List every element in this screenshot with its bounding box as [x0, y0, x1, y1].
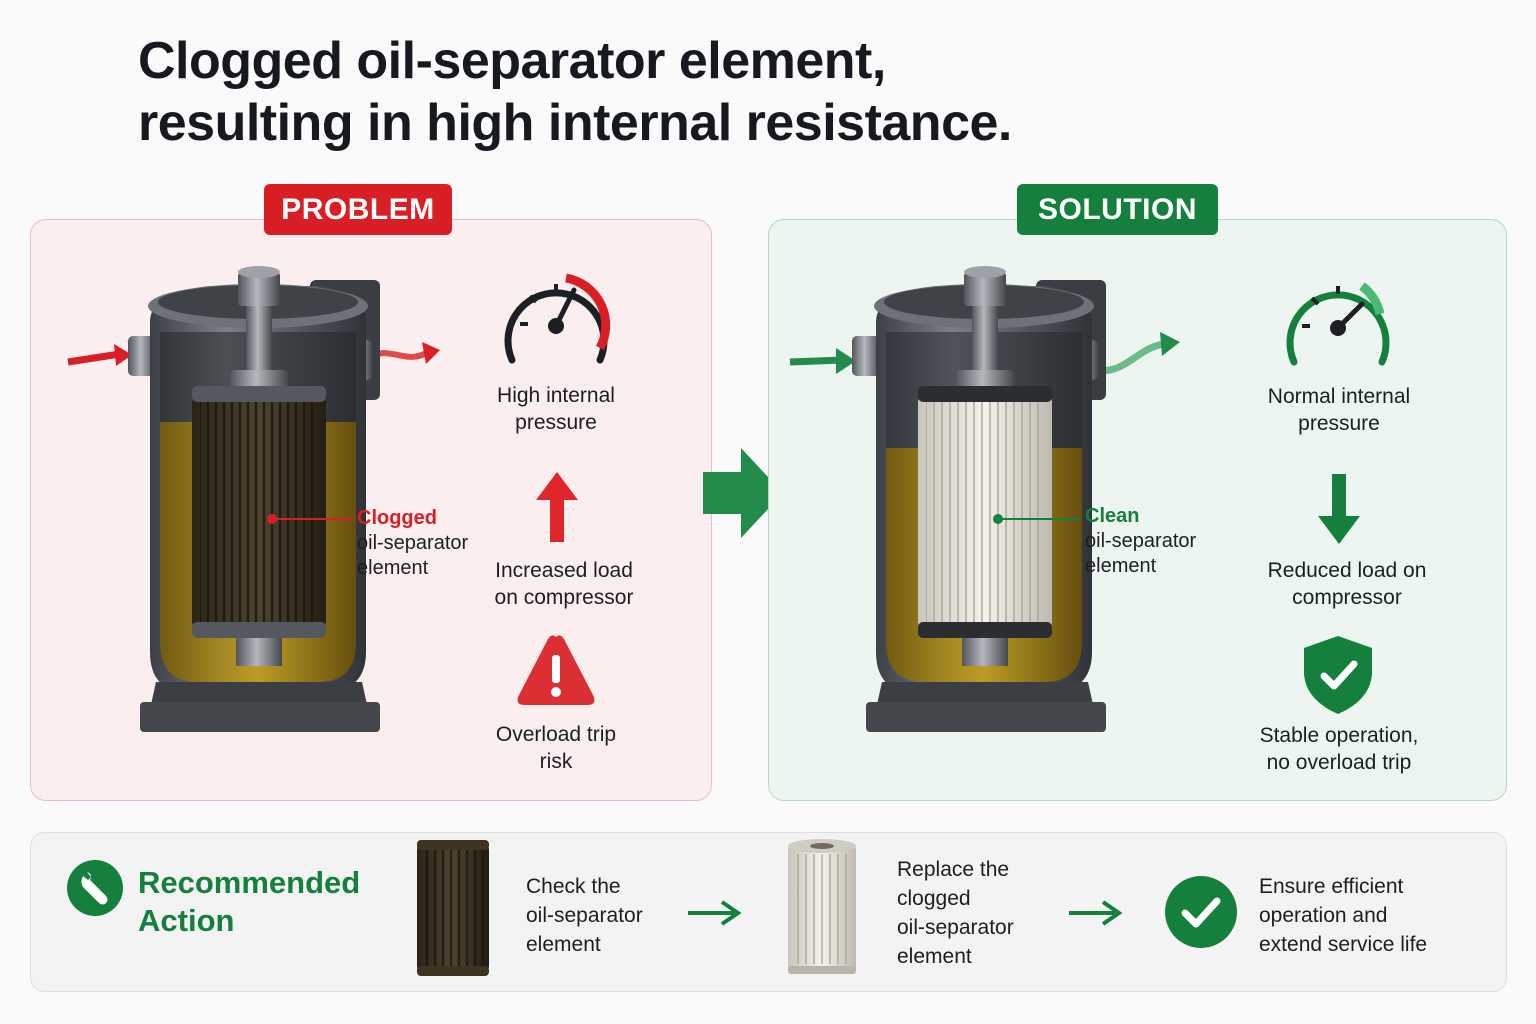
- step3-line3: extend service life: [1259, 933, 1428, 956]
- step3-line1: Ensure efficient: [1259, 875, 1404, 898]
- step2-line4: element: [897, 945, 972, 968]
- stable-operation-line2: no overload trip: [1266, 751, 1412, 774]
- high-pressure-line1: High internal: [497, 384, 615, 407]
- step2-line3: oil-separator: [897, 916, 1014, 939]
- high-pressure-line2: pressure: [515, 411, 597, 434]
- stable-operation-line1: Stable operation,: [1259, 724, 1419, 747]
- step1-line2: oil-separator: [526, 904, 643, 927]
- step1-line1: Check the: [526, 875, 621, 898]
- clogged-callout-line2: oil-separator: [357, 532, 469, 554]
- warning-icon: [517, 635, 595, 705]
- clean-separator-illustration: [789, 266, 1180, 732]
- recommended-action-panel: [30, 832, 1507, 992]
- clogged-callout-highlight: Clogged: [357, 507, 437, 529]
- solution-badge: SOLUTION: [1017, 184, 1218, 235]
- reduced-load-line2: compressor: [1292, 586, 1402, 609]
- increased-load-label: Increased load on compressor: [478, 557, 650, 611]
- check-circle-icon: [1165, 876, 1237, 948]
- problem-badge: PROBLEM: [264, 184, 452, 235]
- normal-pressure-line1: Normal internal: [1267, 385, 1411, 408]
- clogged-separator-illustration: [67, 266, 440, 732]
- shield-check-icon: [1304, 636, 1372, 714]
- clean-callout-line3: element: [1085, 555, 1157, 577]
- arrow-right-icon: [688, 900, 742, 926]
- clean-filter-cartridge-image: [788, 839, 856, 974]
- normal-pressure-label: Normal internal pressure: [1254, 383, 1424, 437]
- overload-risk-label: Overload trip risk: [478, 721, 634, 775]
- clogged-element-callout: Clogged oil-separator element: [357, 506, 468, 581]
- step-check-element: Check the oil-separator element: [526, 872, 643, 959]
- increased-load-line1: Increased load: [495, 559, 633, 582]
- increased-load-line2: on compressor: [494, 586, 634, 609]
- step3-line2: operation and: [1259, 904, 1388, 927]
- clogged-callout-line3: element: [357, 557, 429, 579]
- clean-callout-highlight: Clean: [1085, 505, 1140, 527]
- high-pressure-label: High internal pressure: [480, 382, 632, 436]
- stable-operation-label: Stable operation, no overload trip: [1250, 722, 1428, 776]
- normal-pressure-line2: pressure: [1298, 412, 1380, 435]
- arrow-up-icon: [536, 472, 578, 542]
- page-title: Clogged oil-separator element, resulting…: [138, 30, 1012, 154]
- gauge-normal-icon: [1286, 282, 1390, 366]
- gauge-high-icon: [504, 273, 611, 364]
- arrow-right-icon: [1069, 900, 1123, 926]
- recommended-action-title: Recommended Action: [138, 864, 360, 940]
- reduced-load-line1: Reduced load on: [1267, 559, 1427, 582]
- step-replace-element: Replace the clogged oil-separator elemen…: [897, 855, 1014, 971]
- overload-risk-line2: risk: [539, 750, 573, 773]
- recommended-title-line2: Action: [138, 903, 235, 938]
- step1-line3: element: [526, 933, 601, 956]
- title-line-2: resulting in high internal resistance.: [138, 94, 1012, 152]
- dirty-filter-cartridge-image: [417, 840, 489, 976]
- step2-line2: clogged: [897, 887, 971, 910]
- transition-arrow-icon: [703, 448, 783, 538]
- title-line-1: Clogged oil-separator element,: [138, 32, 886, 90]
- arrow-down-icon: [1318, 474, 1360, 544]
- reduced-load-label: Reduced load on compressor: [1254, 557, 1440, 611]
- step-ensure-efficient: Ensure efficient operation and extend se…: [1259, 872, 1427, 959]
- overload-risk-line1: Overload trip: [495, 723, 617, 746]
- step2-line1: Replace the: [897, 858, 1010, 881]
- clean-callout-line2: oil-separator: [1085, 530, 1197, 552]
- recommended-title-line1: Recommended: [138, 865, 361, 900]
- wrench-icon: [67, 860, 123, 916]
- clean-element-callout: Clean oil-separator element: [1085, 504, 1196, 579]
